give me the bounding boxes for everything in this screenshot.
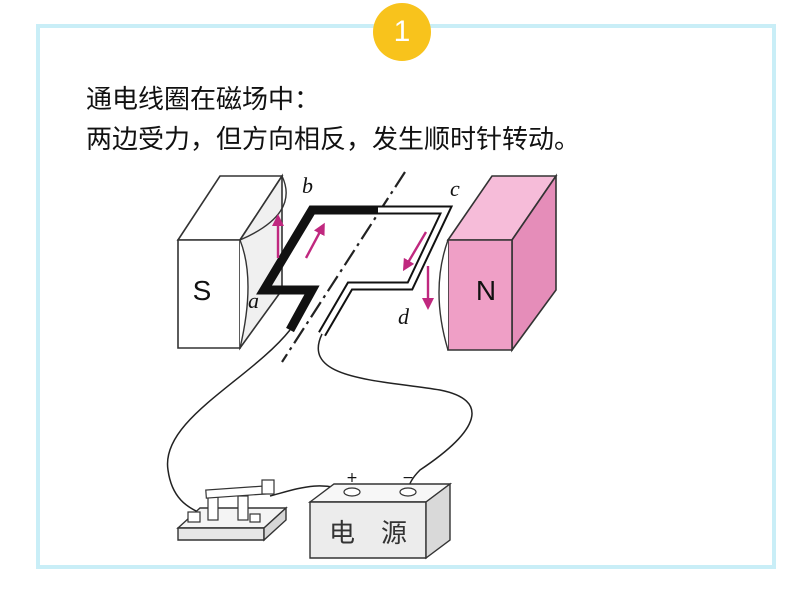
caption-line-1: 通电线圈在磁场中： [86,85,321,115]
coil-label-a: a [248,288,259,313]
caption-text: 通电线圈在磁场中： 两边受力，但方向相反，发生顺时针转动。 [86,80,580,160]
power-supply-label-2: 源 [381,519,407,549]
coil-label-c: c [450,176,460,201]
negative-terminal-sign: − [402,470,414,486]
coil-label-b: b [302,173,313,198]
coil-label-d: d [398,304,410,329]
wire-to-switch [166,329,291,513]
positive-terminal-sign: + [346,470,358,486]
north-magnet: N [438,173,558,353]
knife-switch [176,479,288,542]
power-supply-label-1: 电 [329,519,355,549]
step-number-badge: 1 [373,3,431,61]
south-pole-label: S [193,275,212,306]
rotation-axis [281,171,406,363]
south-magnet: S [176,173,287,351]
north-pole-label: N [476,275,496,306]
caption-line-2: 两边受力，但方向相反，发生顺时针转动。 [86,125,581,155]
coil-side-ab [256,205,378,333]
wire-to-supply-minus [317,333,473,493]
current-arrow-ab [304,222,325,259]
power-supply: + − 电 源 [307,470,453,560]
current-arrow-cd [402,231,428,272]
